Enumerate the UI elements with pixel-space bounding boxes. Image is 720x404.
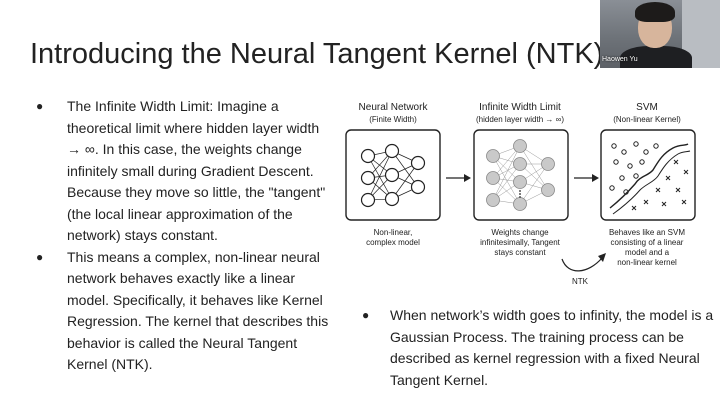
left-bullet-list: ● The Infinite Width Limit: Imagine a th…	[36, 96, 336, 376]
arrow-nn-to-infinite	[446, 174, 471, 182]
svm-class-crosses	[631, 159, 689, 211]
ntk-diagram: Neural Network (Finite Width) Infinite W…	[345, 102, 696, 286]
bullet-item: ● This means a complex, non-linear neura…	[36, 247, 336, 376]
presenter-body	[620, 46, 692, 68]
caption-svm-line-2: consisting of a linear	[611, 238, 684, 247]
arrow-infinite-to-svm	[574, 174, 599, 182]
panel-subtitle-svm: (Non-linear Kernel)	[613, 115, 681, 124]
panel-subtitle-nn: (Finite Width)	[369, 115, 417, 124]
caption-svm-line-1: Behaves like an SVM	[609, 228, 685, 237]
webcam-video: Haowen Yu	[600, 0, 720, 68]
slide-title: Introducing the Neural Tangent Kernel (N…	[30, 38, 604, 70]
infinite-edges	[492, 145, 549, 205]
caption-nn-line-2: complex model	[366, 238, 420, 247]
right-bullet-text: When network’s width goes to infinity, t…	[390, 307, 714, 388]
infinite-nodes	[486, 139, 555, 211]
presenter-name: Haowen Yu	[602, 56, 638, 63]
bullet-dot: ●	[36, 249, 44, 264]
nn-nodes	[360, 143, 426, 208]
panel-box-svm	[600, 129, 696, 221]
caption-svm-line-3: model and a	[625, 248, 670, 257]
caption-infinite-line-3: stays constant	[494, 248, 546, 257]
bullet-text: The Infinite Width Limit: Imagine a theo…	[67, 98, 326, 243]
svm-decision-boundary	[609, 143, 689, 209]
ntk-label: NTK	[572, 277, 589, 286]
caption-infinite-line-2: infinitesimally, Tangent	[480, 238, 561, 247]
svm-class-circles	[609, 141, 659, 195]
right-bullet-item: ● When network’s width goes to infinity,…	[362, 305, 720, 391]
panel-subtitle-infinite: (hidden layer width → ∞)	[476, 115, 564, 124]
ntk-curved-arrow	[561, 253, 606, 272]
panel-title-infinite: Infinite Width Limit	[479, 102, 561, 113]
bullet-text: This means a complex, non-linear neural …	[67, 248, 329, 373]
panel-title-nn: Neural Network	[359, 102, 429, 113]
svm-margin-line	[612, 150, 691, 215]
panel-title-svm: SVM	[636, 102, 658, 113]
bullet-dot: ●	[36, 99, 44, 113]
caption-nn-line-1: Non-linear,	[374, 228, 413, 237]
caption-infinite-line-1: Weights change	[491, 228, 549, 237]
bullet-item: ● The Infinite Width Limit: Imagine a th…	[36, 96, 336, 247]
ellipsis-dots	[519, 190, 521, 198]
bullet-dot: ●	[362, 308, 370, 322]
presenter-hair	[635, 2, 675, 22]
caption-svm-line-4: non-linear kernel	[617, 258, 677, 267]
